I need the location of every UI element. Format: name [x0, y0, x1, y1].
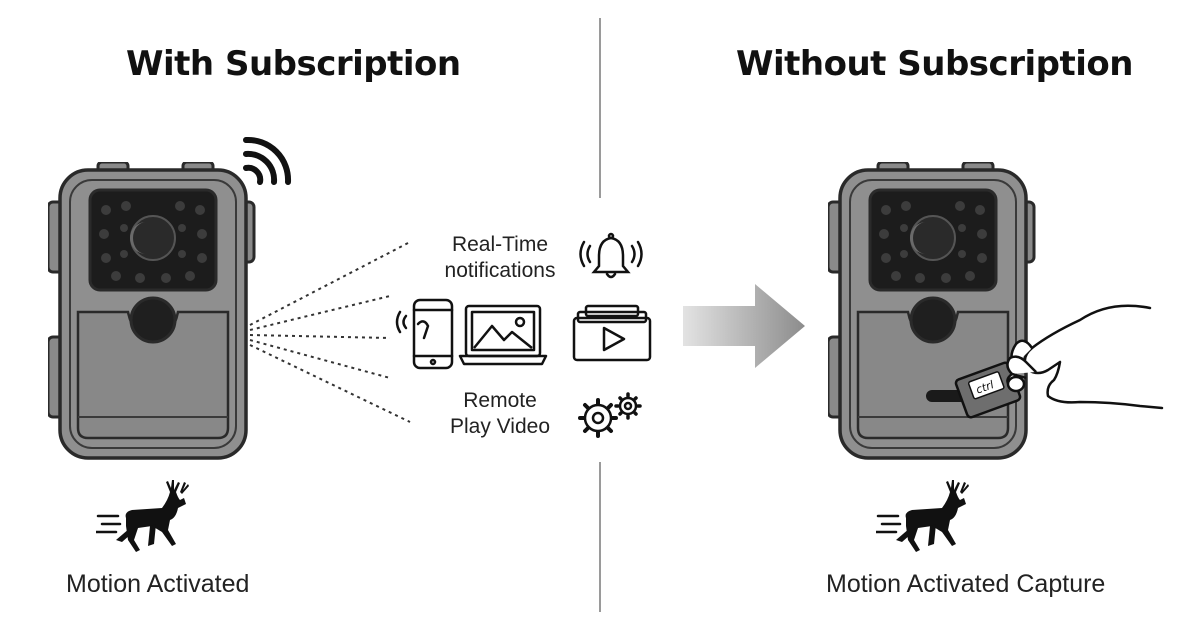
deer-running-icon-right — [876, 478, 976, 558]
bell-icon — [579, 232, 643, 279]
gears-icon — [578, 392, 642, 438]
notifications-label: Real-Time notifications — [425, 232, 575, 284]
arrow-right-icon — [683, 284, 805, 368]
motion-activated-capture-caption: Motion Activated Capture — [826, 570, 1106, 598]
sd-card-label: ctrl — [974, 378, 995, 396]
remote-line1: Remote — [463, 389, 537, 412]
connection-lines — [249, 241, 411, 423]
remote-line2: Play Video — [449, 415, 551, 438]
hand-sd-card-icon: ctrl — [954, 304, 1164, 419]
notifications-line2: notifications — [444, 259, 556, 282]
wifi-signal-icon — [243, 136, 292, 185]
trail-camera-icon — [48, 162, 258, 462]
without-subscription-title: Without Subscription — [736, 44, 1133, 84]
video-play-icon — [572, 304, 652, 362]
with-subscription-title: With Subscription — [126, 44, 461, 84]
smartphone-icon — [395, 298, 454, 370]
laptop-icon — [458, 304, 548, 366]
center-divider-lower — [599, 462, 601, 612]
deer-running-icon — [96, 478, 196, 558]
center-divider — [599, 18, 601, 198]
remote-play-label: Remote Play Video — [425, 388, 575, 440]
notifications-line1: Real-Time — [451, 233, 549, 256]
motion-activated-caption: Motion Activated — [66, 570, 250, 598]
